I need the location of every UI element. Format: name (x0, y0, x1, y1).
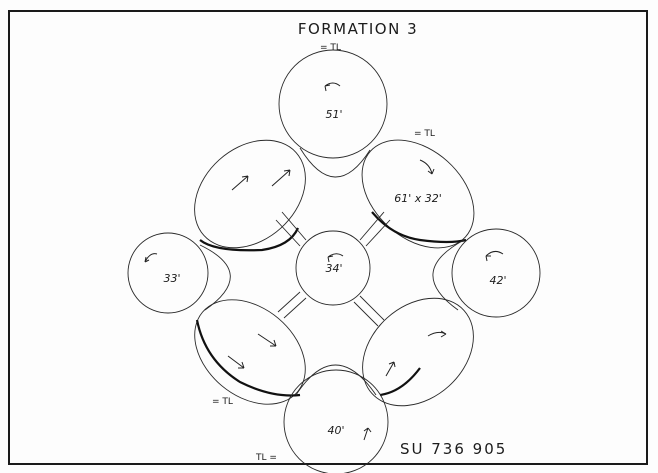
lower-left-heavy-arc (195, 319, 301, 397)
ll-arrow-2-icon (257, 333, 277, 347)
left-circle (127, 232, 209, 314)
upper-left-ellipse (194, 139, 306, 249)
center-arrow-icon (327, 253, 344, 263)
top-circle (278, 49, 388, 159)
right-arrow-icon (485, 250, 504, 262)
lower-right-heavy-arc (379, 367, 421, 397)
right-inner-arc (432, 239, 465, 311)
top-arrow-icon (324, 82, 341, 92)
bottom-arrow-icon (363, 427, 372, 441)
diagram-title: FORMATION 3 (298, 20, 418, 38)
lr-arrow-2-icon (427, 330, 447, 338)
top-circle-label: 51' (325, 108, 342, 121)
top-inner-arc (299, 147, 371, 178)
right-circle (451, 228, 541, 318)
lower-right-ellipse (362, 297, 474, 407)
lower-left-ellipse (194, 299, 306, 405)
causeways (275, 211, 391, 327)
lr-arrow-1-icon (385, 361, 396, 377)
frame-border (8, 10, 648, 465)
ul-arrow-2-icon (271, 169, 291, 187)
center-circle (295, 230, 371, 306)
center-circle-label: 34' (325, 262, 342, 275)
bottom-circle (283, 369, 389, 473)
ll-arrow-1-icon (227, 355, 245, 369)
left-inner-arc (199, 244, 231, 311)
grid-reference: SU 736 905 (400, 440, 507, 458)
tl-mark-upper-right: = TL (414, 129, 435, 139)
bottom-circle-label: 40' (327, 424, 344, 437)
tl-mark-lower-left: = TL (212, 397, 233, 407)
left-arrow-icon (144, 253, 158, 263)
left-circle-label: 33' (163, 272, 180, 285)
ur-arrow-icon (419, 159, 435, 175)
upper-right-ellipse-label: 61' x 32' (394, 192, 442, 205)
bottom-inner-arc (295, 364, 377, 396)
tl-mark-top: = TL (320, 43, 341, 53)
rotation-arrows (144, 82, 504, 441)
upper-right-heavy-arc (371, 211, 467, 244)
right-circle-label: 42' (489, 274, 506, 287)
ul-arrow-1-icon (231, 175, 249, 191)
tl-mark-bottom: TL = (255, 453, 277, 463)
upper-left-heavy-arc (199, 227, 300, 252)
